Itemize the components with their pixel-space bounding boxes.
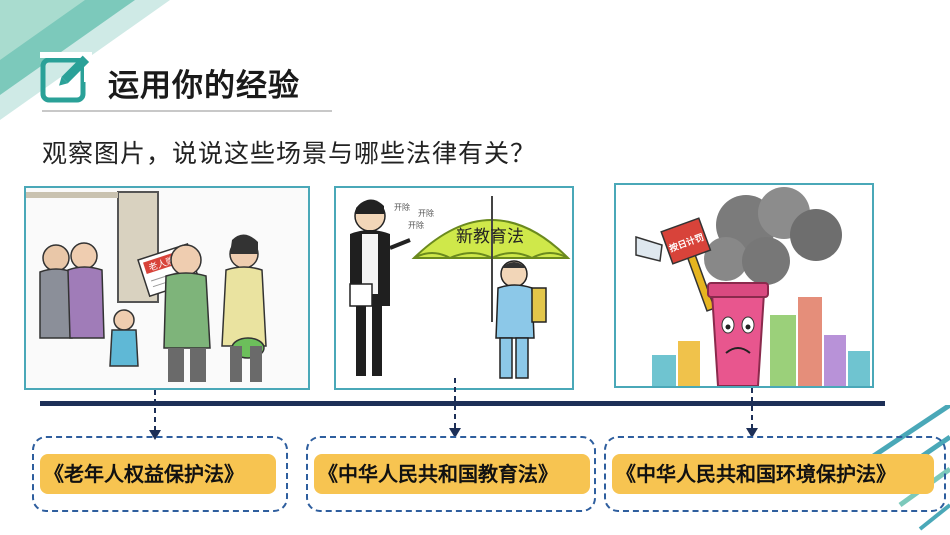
question-text: 观察图片，说说这些场景与哪些法律有关？ [42, 139, 537, 168]
scene-elderly-support: 老人赡养 [24, 186, 310, 390]
timeline-bar [40, 401, 885, 406]
connector-arrow-2 [449, 378, 461, 438]
connector-arrow-1 [149, 390, 161, 440]
umbrella-text: 新教育法 [456, 227, 524, 247]
law-label-elderly: 《老年人权益保护法》 [40, 454, 276, 494]
law-label-environment: 《中华人民共和国环境保护法》 [612, 454, 934, 494]
law-box-education: 《中华人民共和国教育法》 [306, 436, 596, 512]
page-title: 运用你的经验 [108, 68, 300, 104]
law-box-environment: 《中华人民共和国环境保护法》 [604, 436, 946, 512]
label-expel-b: 开除 [408, 220, 424, 230]
law-box-elderly: 《老年人权益保护法》 [32, 436, 288, 512]
label-expel-c: 开除 [418, 208, 434, 218]
title-underline [42, 110, 332, 112]
scene-education-law: 开除 开除 开除 新教育法 [334, 186, 574, 390]
label-expel-a: 开除 [394, 202, 410, 212]
law-label-education: 《中华人民共和国教育法》 [314, 454, 590, 494]
scene-environmental-protection: 按日计罚 [614, 183, 874, 388]
connector-arrow-3 [746, 388, 758, 438]
pencil-edit-icon [40, 52, 92, 103]
